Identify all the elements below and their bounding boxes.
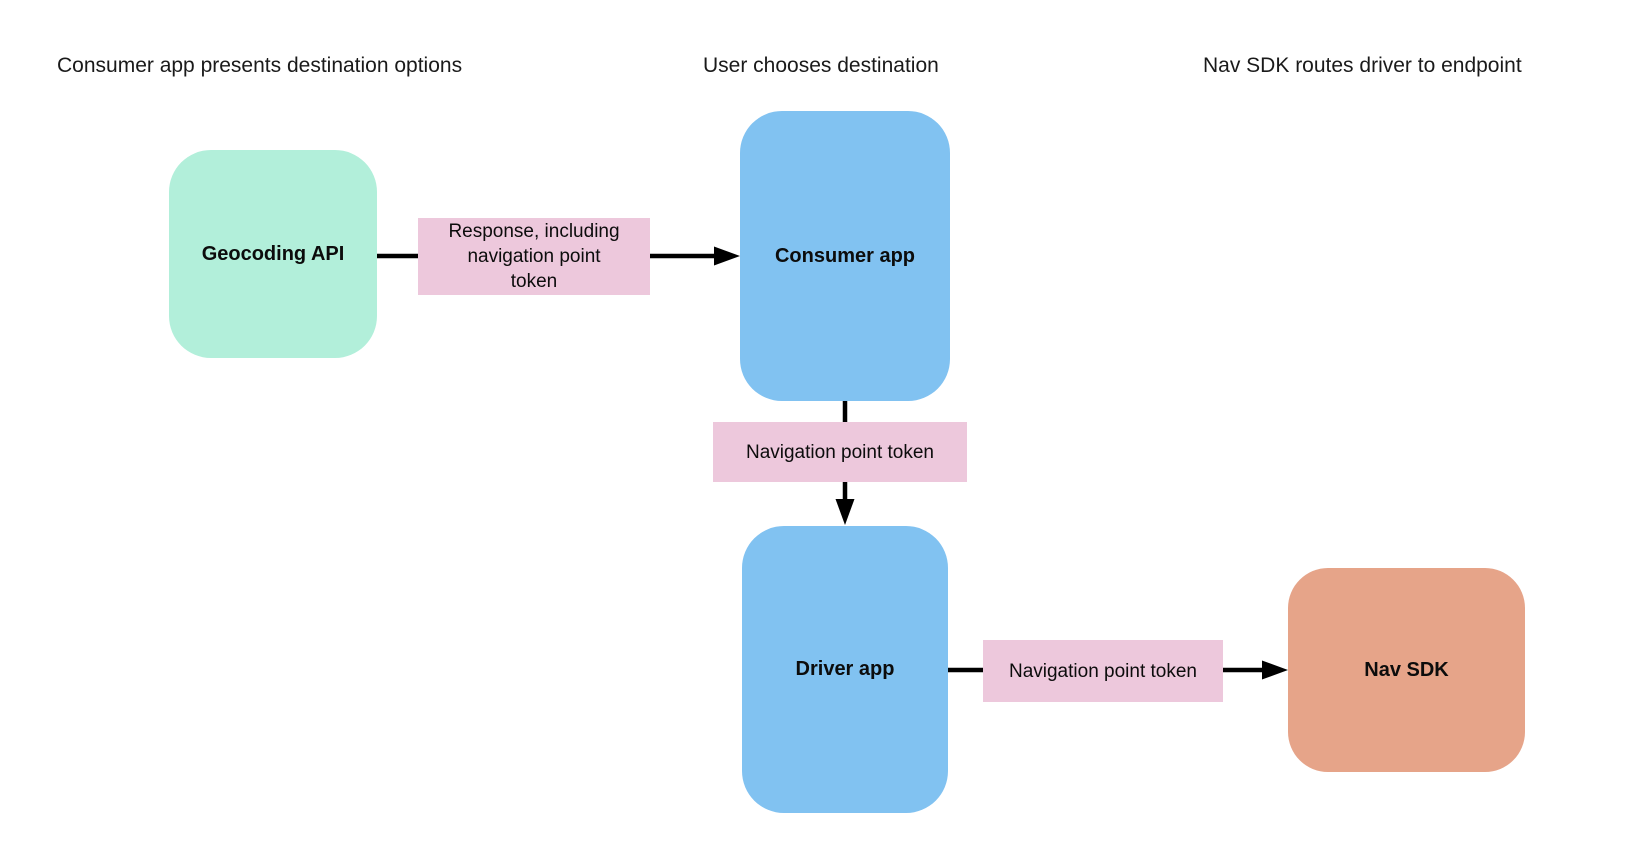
edge-label-navigation-point-token-driver-navsdk: Navigation point token <box>983 640 1223 702</box>
node-label: Geocoding API <box>201 242 345 265</box>
arrowhead-icon <box>835 499 855 525</box>
node-geocoding-api: Geocoding API <box>169 150 377 358</box>
lane-header-user-chooses: User chooses destination <box>703 54 939 77</box>
arrowhead-icon <box>1262 660 1288 680</box>
node-driver-app: Driver app <box>742 526 948 813</box>
edge-label-response-including-token: Response, including navigation point tok… <box>418 218 650 295</box>
edge-label-text: Navigation point token <box>745 441 934 463</box>
edge-label-navigation-point-token-consumer-driver: Navigation point token <box>713 422 967 482</box>
lane-header-consumer-presents: Consumer app presents destination option… <box>57 54 463 77</box>
node-label: Driver app <box>795 658 895 680</box>
node-label: Consumer app <box>774 244 916 267</box>
node-consumer-app: Consumer app <box>740 111 950 401</box>
edge-label-text: Navigation point token <box>1008 660 1197 682</box>
node-nav-sdk: Nav SDK <box>1288 568 1525 772</box>
edge-label-text: Response, including navigation point tok… <box>448 221 620 292</box>
lane-header-navsdk-routes: Nav SDK routes driver to endpoint <box>1203 54 1522 77</box>
arrowhead-icon <box>714 246 740 266</box>
node-label: Nav SDK <box>1364 658 1449 681</box>
